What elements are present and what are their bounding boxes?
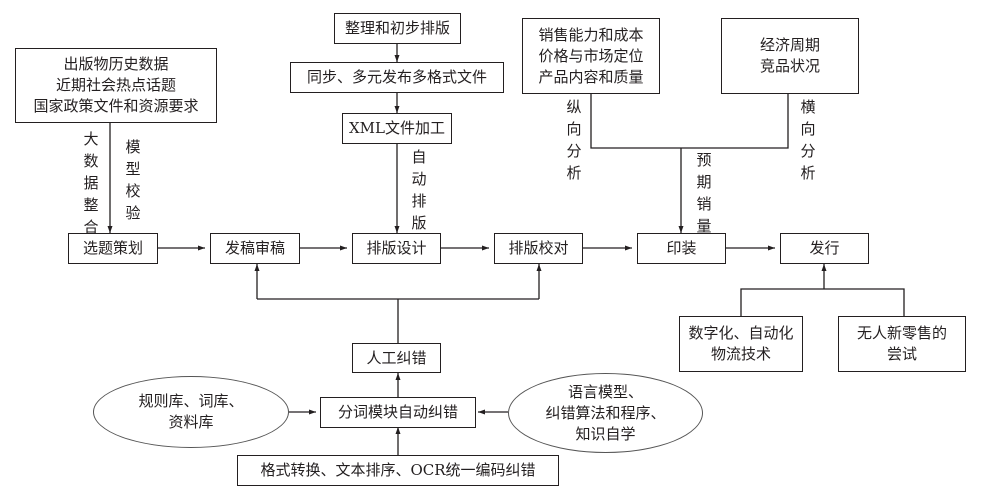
node-sales-factors: 销售能力和成本 价格与市场定位 产品内容和质量 [522,18,660,94]
label-big-data: 大数据整合 [83,130,99,236]
node-initial-layout: 整理和初步排版 [334,13,461,44]
node-rule-library: 规则库、词库、 资料库 [93,376,289,448]
edge-logistics-merge [740,288,905,317]
node-layout-design: 排版设计 [352,233,441,264]
node-multi-format: 同步、多元发布多格式文件 [290,62,504,93]
node-topic-planning: 选题策划 [68,233,158,264]
node-language-model: 语言模型、 纠错算法和程序、 知识自学 [508,373,703,453]
node-retail: 无人新零售的 尝试 [838,316,966,372]
node-distribution: 发行 [780,233,869,264]
label-horizontal-analysis: 横向分析 [800,98,816,182]
node-economic-factors: 经济周期 竞品状况 [721,18,859,94]
label-model-check: 模型校验 [125,138,141,222]
node-preprocess: 格式转换、文本排序、OCR统一编码纠错 [237,455,559,486]
label-auto-layout: 自动排版 [411,148,427,232]
node-xml-processing: XML文件加工 [342,113,452,144]
node-submission-review: 发稿审稿 [210,233,300,264]
node-printing: 印装 [637,233,726,264]
label-vertical-analysis: 纵向分析 [566,98,582,182]
node-auto-correction: 分词模块自动纠错 [320,397,476,428]
edge-sales-merge [590,93,789,149]
node-manual-correction: 人工纠错 [352,343,441,373]
node-layout-proof: 排版校对 [494,233,583,264]
node-data-sources: 出版物历史数据 近期社会热点话题 国家政策文件和资源要求 [15,48,217,123]
node-logistics: 数字化、自动化 物流技术 [679,316,803,372]
label-expected-sales: 预期销量 [696,151,712,235]
